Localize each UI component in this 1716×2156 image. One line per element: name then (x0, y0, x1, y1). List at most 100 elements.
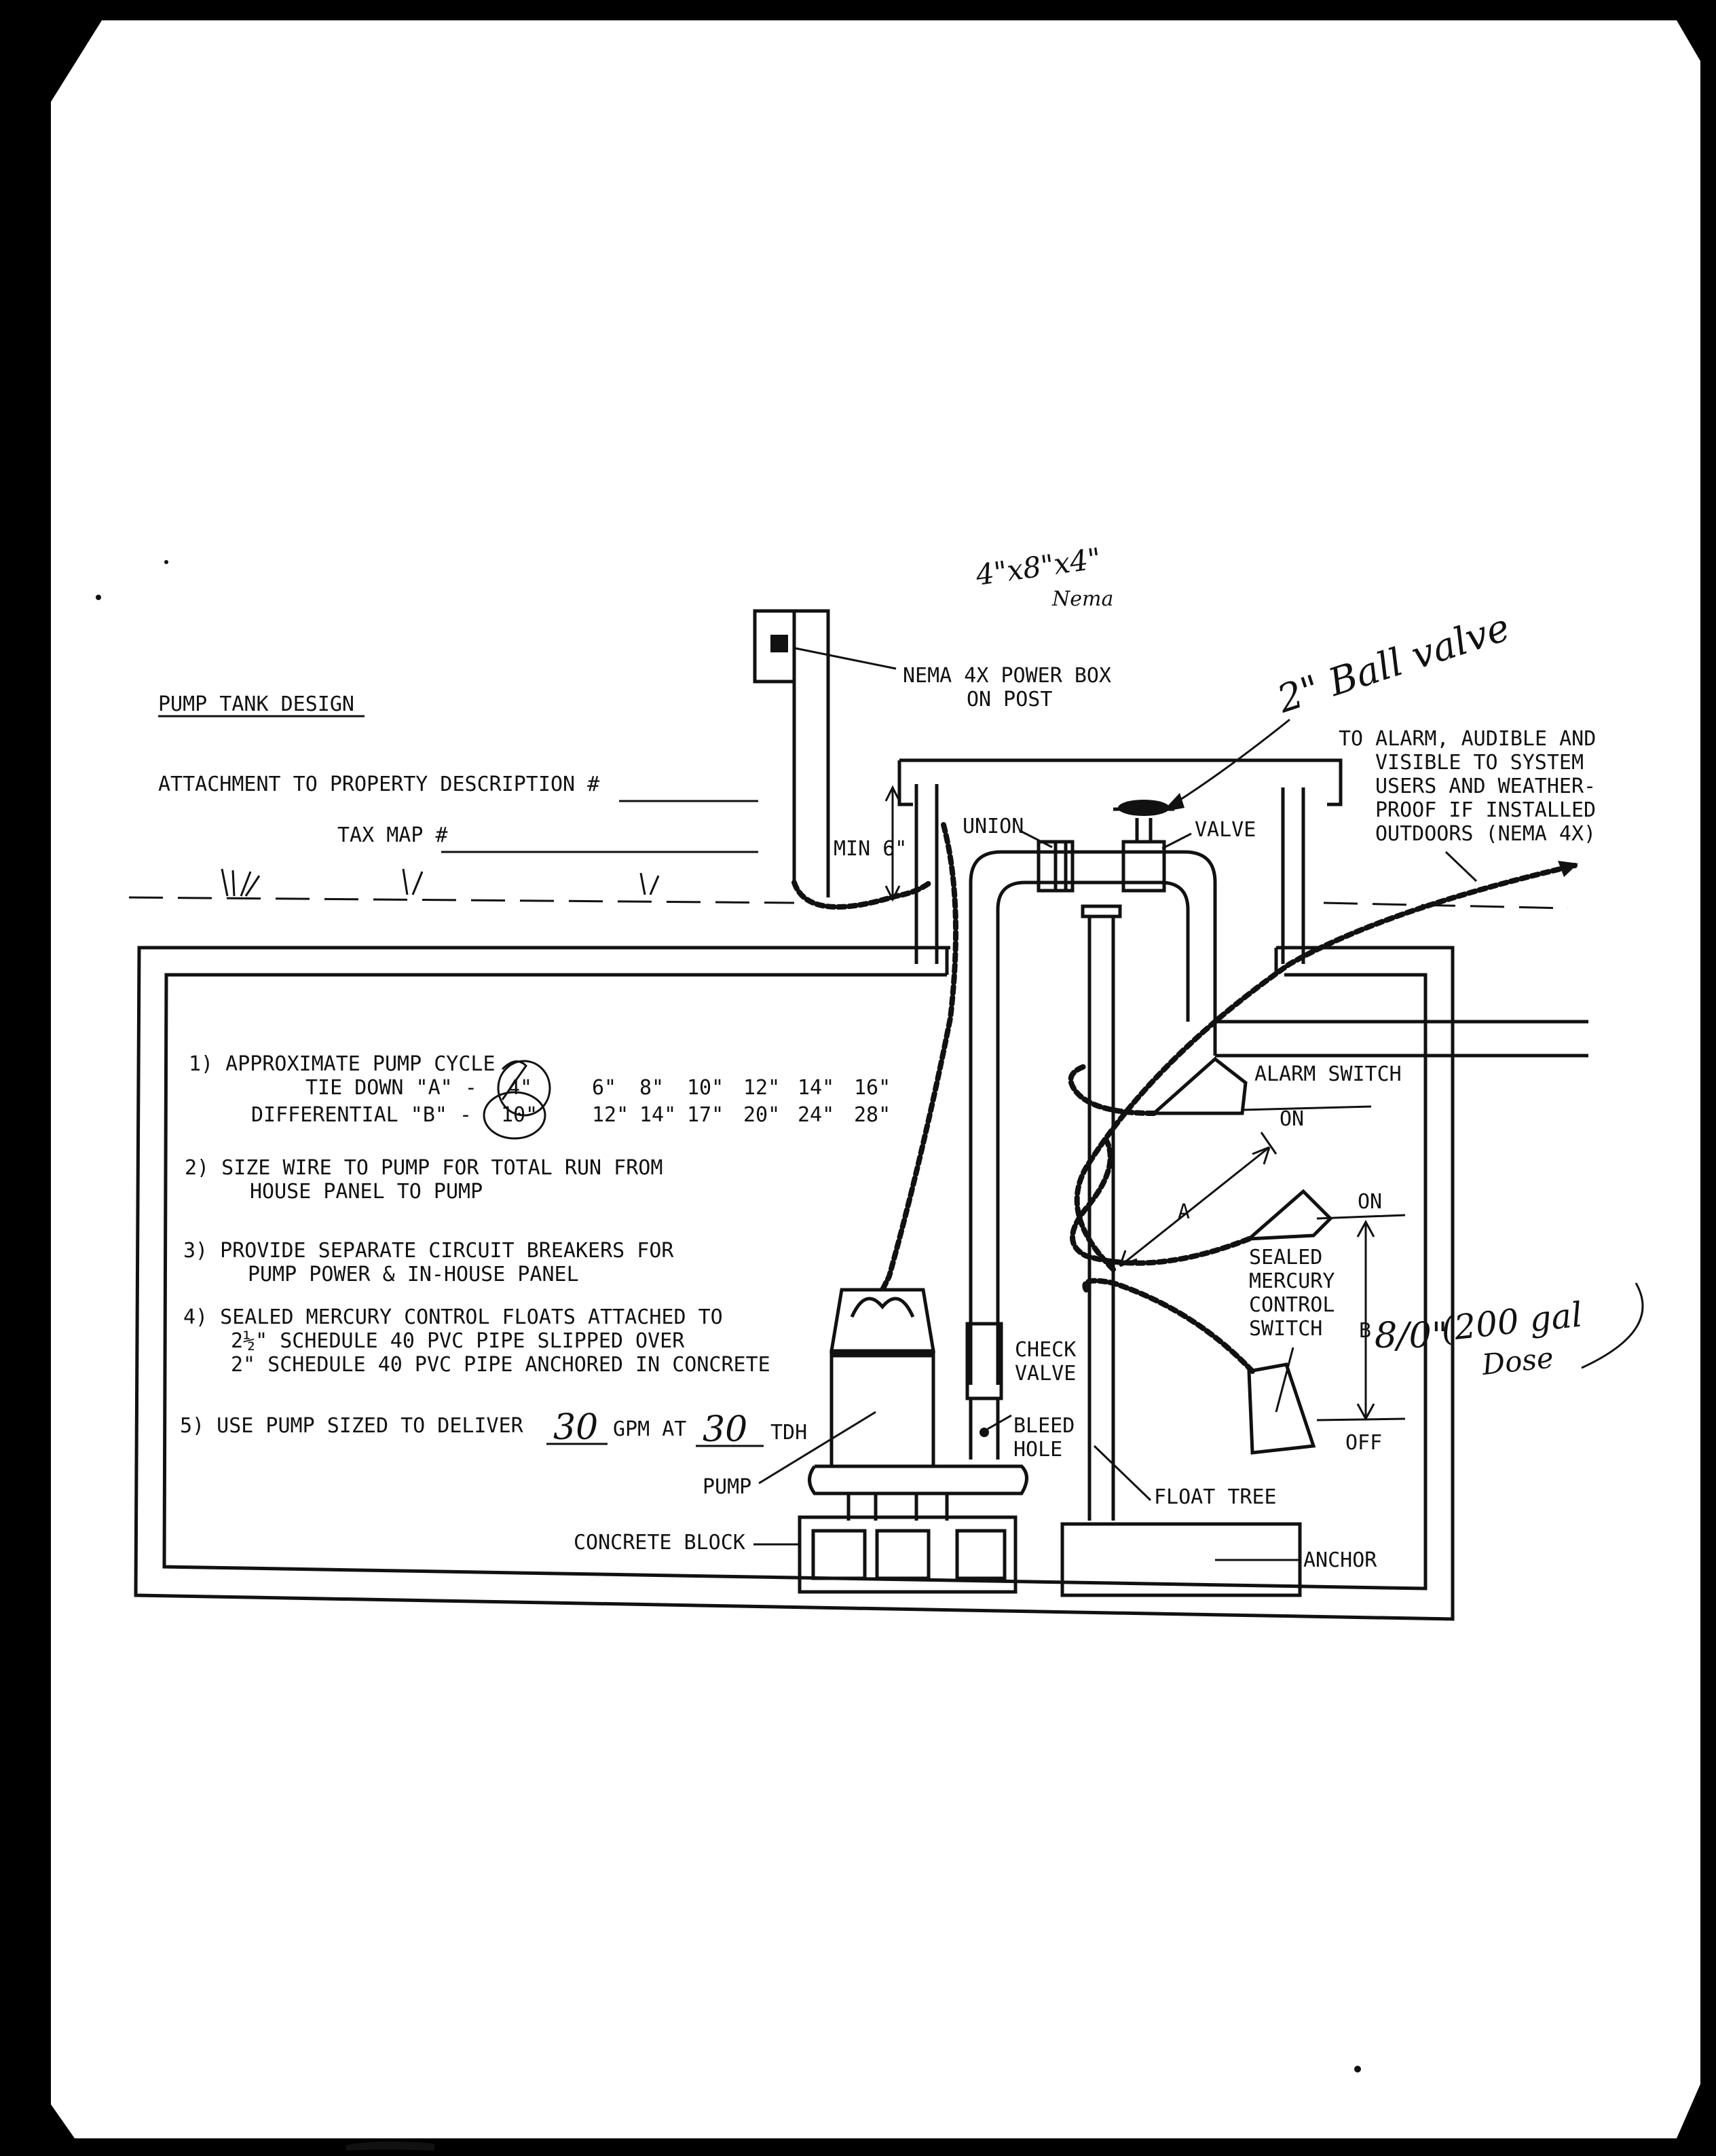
speck (96, 595, 101, 600)
differential-value: 20" (743, 1103, 780, 1127)
dose-close-paren (1581, 1282, 1644, 1369)
note-4-line-1: 4) SEALED MERCURY CONTROL FLOATS ATTACHE… (183, 1305, 723, 1329)
alarm-label-2: VISIBLE TO SYSTEM (1375, 751, 1584, 775)
bleed-hole-label-2: HOLE (1013, 1438, 1062, 1462)
valve-label: VALVE (1195, 818, 1256, 842)
note-1: 1) APPROXIMATE PUMP CYCLE (189, 1052, 496, 1076)
concrete-block (798, 1515, 1018, 1594)
tie-down-value: 14" (798, 1076, 834, 1100)
on-label-lower: ON (1358, 1190, 1382, 1214)
pump-pointer (758, 1411, 876, 1485)
differential-value: 28" (854, 1103, 891, 1127)
sealed-switch-label-3: CONTROL (1249, 1293, 1335, 1317)
gpm-value: 30 (553, 1407, 598, 1448)
tank-outer (134, 946, 1455, 1621)
power-wire (791, 822, 958, 1293)
note-5-tdh: TDH (770, 1421, 807, 1445)
power-post (792, 609, 830, 897)
differential-selection-circle (483, 1091, 546, 1140)
selection-stroke (501, 1060, 527, 1100)
grass-tufts (221, 868, 660, 897)
float-tree-pointer (1093, 1445, 1152, 1502)
check-valve (965, 1322, 1003, 1400)
alarm-label-5: OUTDOORS (NEMA 4X) (1375, 822, 1596, 846)
off-label: OFF (1345, 1431, 1382, 1455)
speck (164, 560, 168, 564)
on-level (1316, 1214, 1406, 1220)
ground-line (128, 896, 1569, 910)
dimension-b (1356, 1219, 1375, 1421)
note-4-line-2: 2½" SCHEDULE 40 PVC PIPE SLIPPED OVER (231, 1329, 685, 1353)
union-pointer (1021, 830, 1053, 849)
differential-value: 12" (592, 1103, 629, 1127)
concrete-block-label: CONCRETE BLOCK (574, 1531, 745, 1555)
tie-down-value: 12" (743, 1076, 780, 1100)
pump-feet (846, 1493, 949, 1521)
float-wire-2 (1082, 1278, 1255, 1374)
power-box-inner (770, 635, 788, 652)
page-title: PUMP TANK DESIGN (158, 692, 354, 716)
differential-value: 17" (687, 1103, 724, 1127)
sealed-switch-label-4: SWITCH (1249, 1317, 1322, 1341)
differential-value: 24" (798, 1103, 834, 1127)
bleed-hole (980, 1428, 989, 1437)
alarm-float-level (1242, 1105, 1372, 1111)
tank-inner (162, 973, 1428, 1591)
differential-value: 14" (639, 1103, 676, 1127)
tie-down-selection-circle (497, 1060, 551, 1117)
note-5-gpm: GPM AT (613, 1417, 686, 1441)
valve-pointer (1161, 832, 1192, 850)
cycle-values: 4"6"8"10"12"14"16"10"12"14"17"20"24"28" (501, 1076, 891, 1127)
on-label-upper: ON (1280, 1107, 1304, 1131)
off-level (1316, 1417, 1406, 1421)
alarm-float (1149, 1056, 1248, 1115)
anchor-label: ANCHOR (1303, 1548, 1377, 1572)
min-six-label: MIN 6" (834, 837, 907, 861)
note-2-line-1: 2) SIZE WIRE TO PUMP FOR TOTAL RUN FROM (185, 1156, 663, 1180)
ball-valve-wheel (1118, 800, 1170, 816)
power-box-label-1: NEMA 4X POWER BOX (903, 664, 1111, 688)
note-1-tie-down-label: TIE DOWN "A" - (305, 1076, 477, 1100)
sealed-switch-pointer (1275, 1347, 1294, 1413)
float-tree (1081, 904, 1122, 1521)
dimension-b-label: B (1359, 1319, 1371, 1343)
union-fitting-2 (1053, 840, 1068, 893)
speck (1354, 2066, 1361, 2073)
nema-size-note-2: Nema (1051, 587, 1113, 611)
sealed-switch-label-1: SEALED (1249, 1246, 1322, 1269)
power-box-pointer (795, 647, 897, 670)
attachment-label: ATTACHMENT TO PROPERTY DESCRIPTION # (158, 773, 599, 796)
dose-note-2: Dose (1480, 1341, 1555, 1381)
float-wire-1 (1068, 1063, 1252, 1266)
pump-label: PUMP (703, 1475, 751, 1499)
pump-handle (850, 1297, 915, 1318)
union-label: UNION (963, 815, 1024, 838)
tie-down-value: 8" (639, 1076, 664, 1100)
ball-valve-body (1121, 840, 1166, 893)
alarm-pointer (1444, 851, 1478, 882)
inlet-pipe (1213, 1020, 1588, 1058)
note-3-line-1: 3) PROVIDE SEPARATE CIRCUIT BREAKERS FOR (183, 1239, 674, 1263)
paper (51, 20, 1700, 2138)
dose-b-note: 8/0" (1375, 1316, 1448, 1356)
note-5-prefix: 5) USE PUMP SIZED TO DELIVER (180, 1414, 524, 1438)
alarm-wire-arrow (1558, 861, 1578, 877)
tie-down-value: 10" (687, 1076, 724, 1100)
alarm-wire (1074, 863, 1578, 1272)
discharge-pipe (969, 850, 1217, 1385)
tdh-value: 30 (703, 1409, 747, 1450)
check-valve-label-1: CHECK (1015, 1338, 1076, 1362)
riser-left-wall (914, 784, 939, 964)
power-box-label-2: ON POST (967, 688, 1052, 711)
note-4-line-3: 2" SCHEDULE 40 PVC PIPE ANCHORED IN CONC… (231, 1353, 770, 1377)
bleed-hole-label-1: BLEED (1013, 1414, 1075, 1438)
scan-mark (346, 2141, 434, 2151)
sealed-switch-label-2: MERCURY (1249, 1269, 1335, 1293)
alarm-label-3: USERS AND WEATHER- (1375, 775, 1596, 798)
alarm-label-1: TO ALARM, AUDIBLE AND (1339, 727, 1596, 751)
pump-base (808, 1464, 1028, 1495)
note-1-differential-label: DIFFERENTIAL "B" - (251, 1103, 472, 1127)
note-3-line-2: PUMP POWER & IN-HOUSE PANEL (248, 1263, 579, 1286)
tie-down-value: 16" (854, 1076, 891, 1100)
